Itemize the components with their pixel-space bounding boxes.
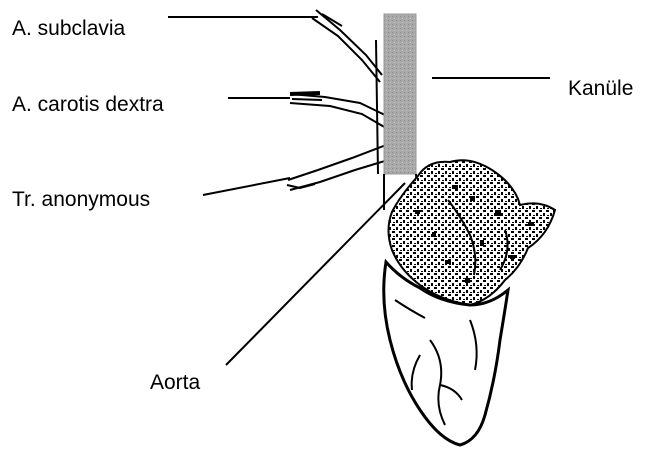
carotis-vessel xyxy=(290,93,386,128)
label-subclavia: A. subclavia xyxy=(12,18,125,39)
leader-anonymous xyxy=(203,178,290,195)
anonymous-vessel xyxy=(287,145,388,190)
label-tr-anonymous: Tr. anonymous xyxy=(12,189,150,210)
label-kanuele: Kanüle xyxy=(568,78,633,99)
leader-aorta xyxy=(226,183,405,365)
label-aorta: Aorta xyxy=(150,372,200,393)
subclavia-vessel xyxy=(312,10,382,82)
label-carotis-dextra: A. carotis dextra xyxy=(12,94,164,115)
cannula xyxy=(384,14,416,174)
